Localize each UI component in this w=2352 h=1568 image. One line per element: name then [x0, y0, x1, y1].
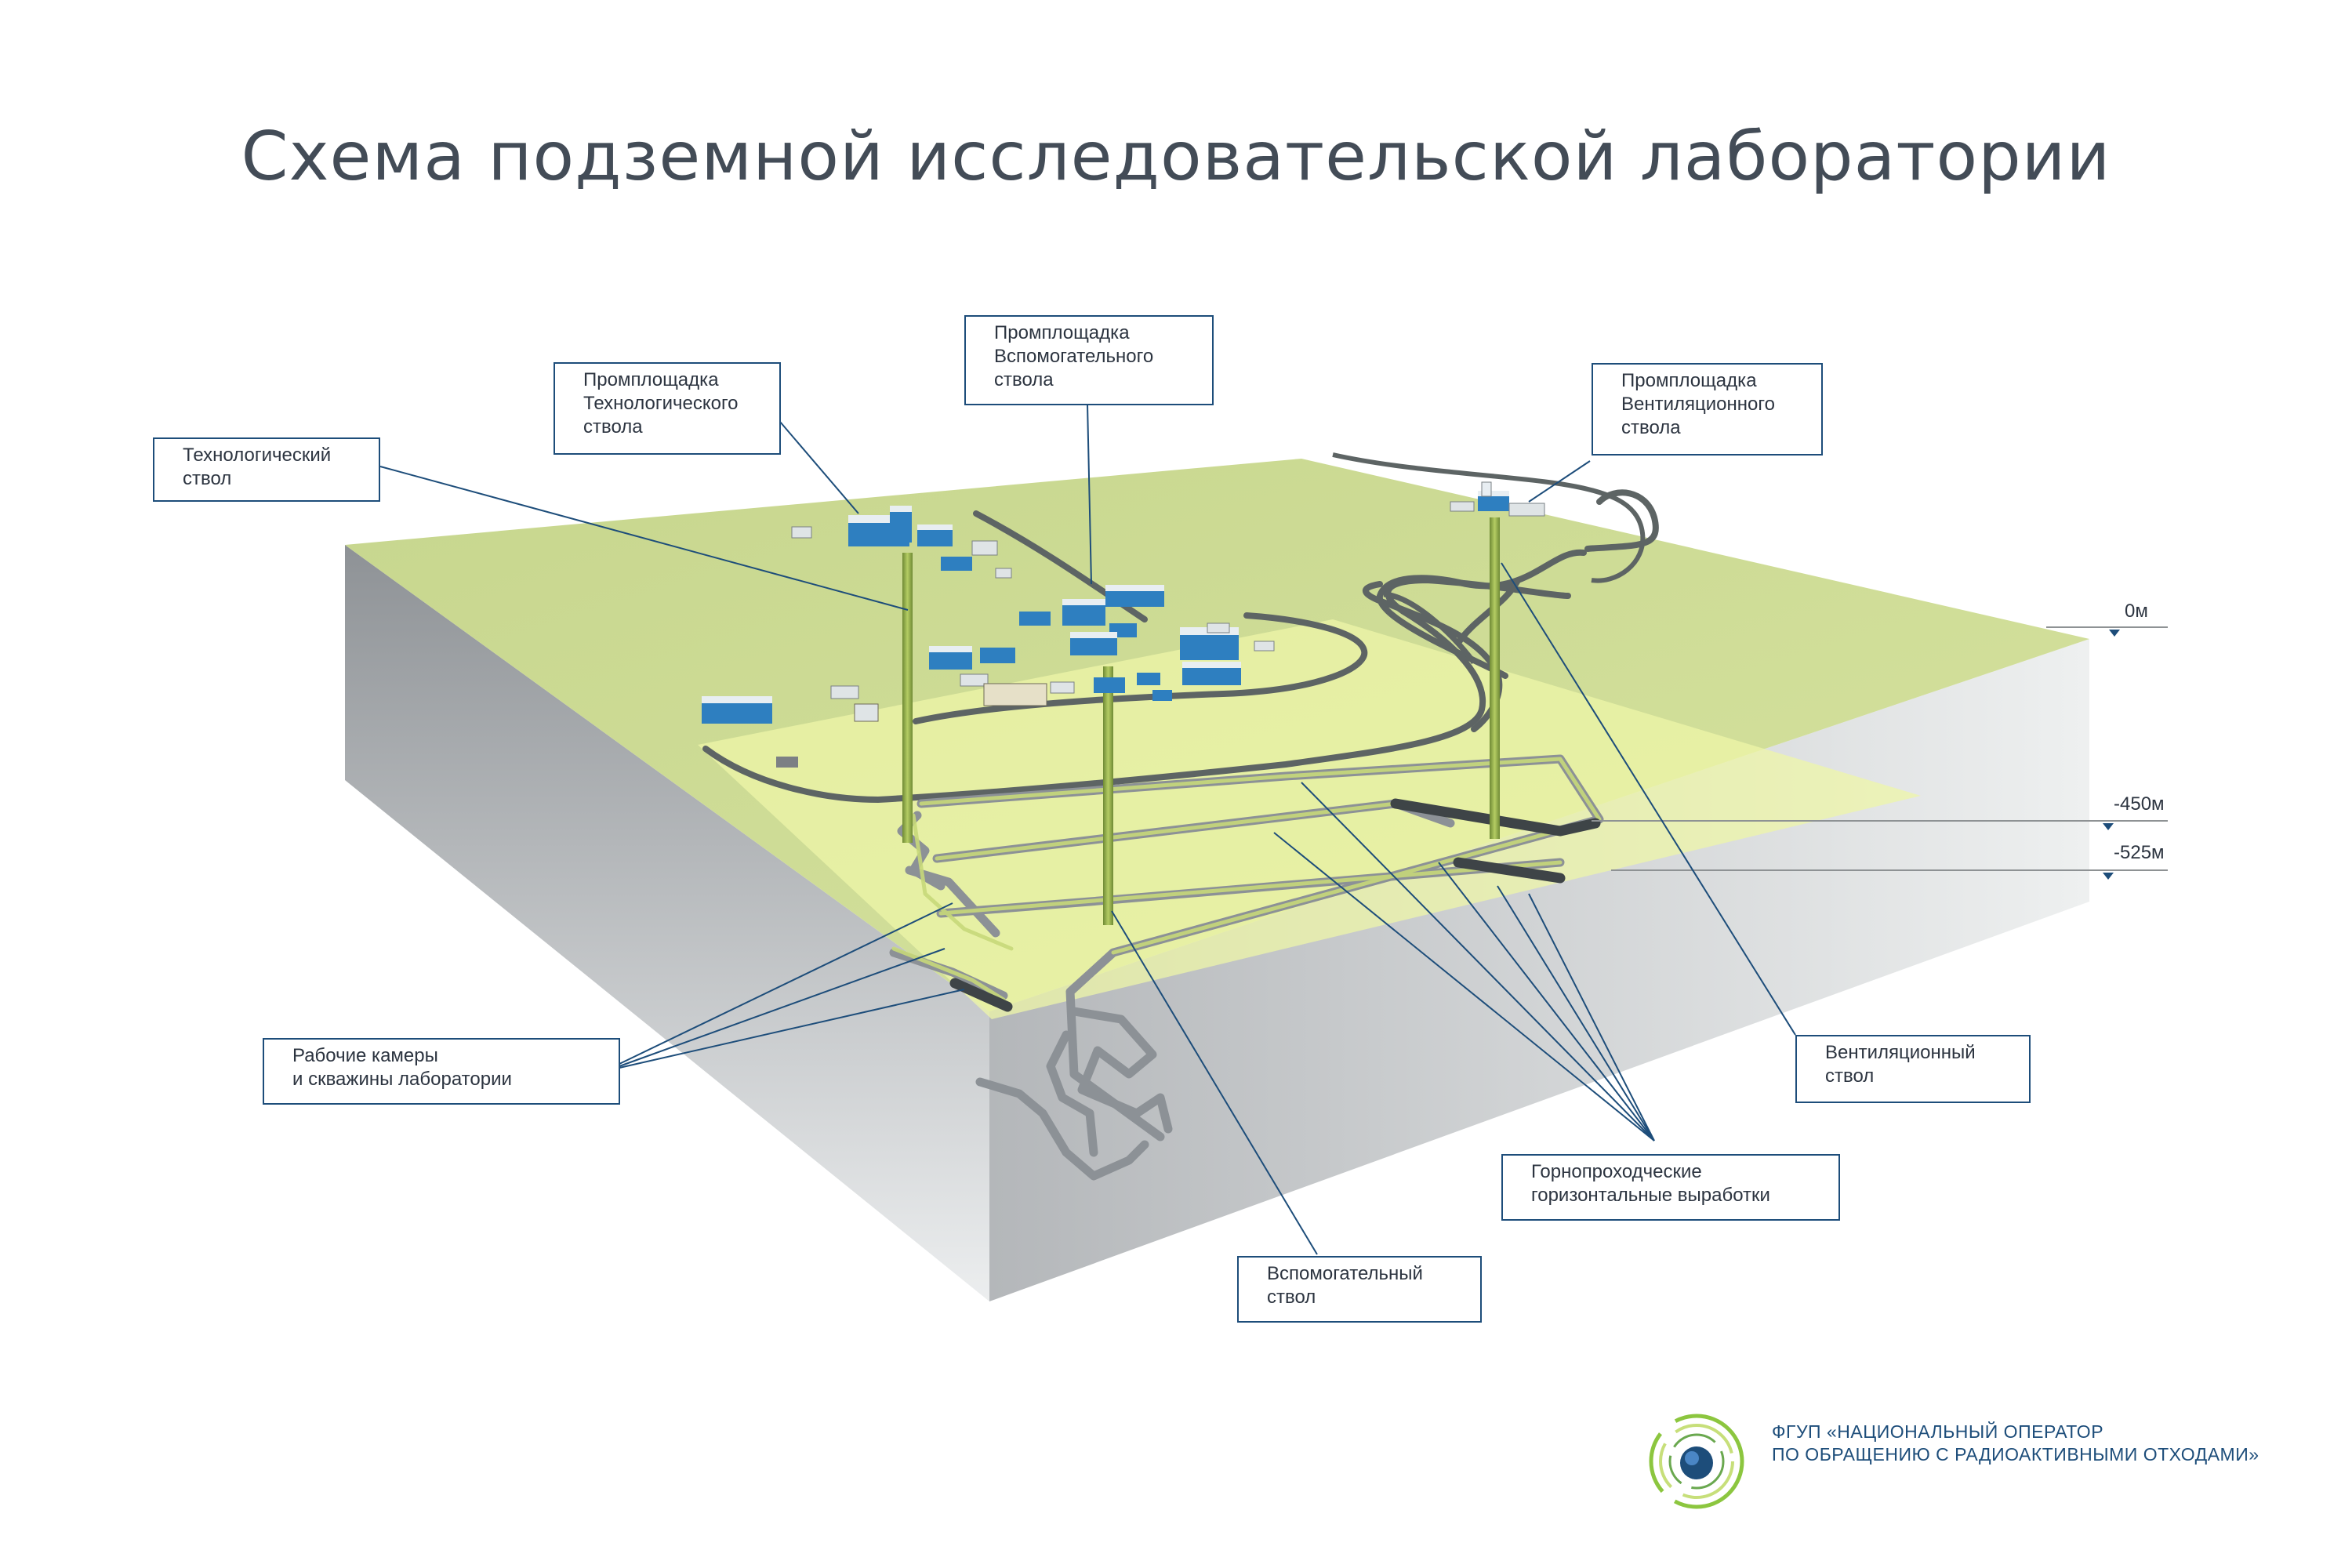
- depth-label-450m: -450м: [2114, 793, 2165, 815]
- callout-aux-shaft-site: Промплощадка Вспомогательного ствола: [964, 315, 1214, 405]
- auxiliary-shaft: [1103, 666, 1113, 925]
- lower-drift: [1453, 857, 1566, 884]
- organization-name-line2: ПО ОБРАЩЕНИЮ С РАДИОАКТИВНЫМИ ОТХОДАМИ»: [1772, 1444, 2259, 1465]
- organization-name-line1: ФГУП «НАЦИОНАЛЬНЫЙ ОПЕРАТОР: [1772, 1421, 2104, 1442]
- road-loop-vent: [1332, 452, 1646, 583]
- depth-label-525m: -525м: [2114, 842, 2165, 863]
- chamber-block: [949, 978, 1013, 1012]
- depth-markers: [1592, 626, 2168, 871]
- upper-drift: [1390, 798, 1601, 837]
- surface-buildings: [702, 481, 1545, 768]
- road-curve-east: [1383, 591, 1476, 665]
- ventilation-shaft: [1490, 517, 1500, 839]
- callout-tech-shaft-site: Промплощадка Технологического ствола: [554, 362, 781, 455]
- horizontal-workings: [889, 754, 1604, 1181]
- callout-work-chambers: Рабочие камеры и скважины лаборатории: [263, 1038, 620, 1105]
- surface-roads: [702, 489, 1659, 804]
- page-title: Схема подземной исследовательской лабора…: [241, 118, 2111, 196]
- callout-ventilation-shaft: Вентиляционный ствол: [1795, 1035, 2031, 1103]
- tech-site-buildings: [791, 506, 1012, 579]
- organization-name: ФГУП «НАЦИОНАЛЬНЫЙ ОПЕРАТОР ПО ОБРАЩЕНИЮ…: [1772, 1421, 2259, 1466]
- callout-vent-shaft-site: Промплощадка Вентиляционного ствола: [1592, 363, 1823, 456]
- leader-lines: [379, 403, 1796, 1255]
- underground-level-plane: [698, 619, 1921, 1019]
- callout-technological-shaft: Технологический ствол: [153, 437, 380, 502]
- depth-label-0m: 0м: [2125, 601, 2148, 622]
- callout-horizontal-workings: Горнопроходческие горизонтальные выработ…: [1501, 1154, 1840, 1221]
- aux-site-buildings: [830, 585, 1275, 706]
- block-left-face: [345, 545, 989, 1301]
- depth-triangles: [2103, 630, 2120, 880]
- west-buildings: [702, 696, 879, 768]
- organization-logo-icon: [1649, 1414, 1744, 1509]
- technological-shaft: [902, 553, 913, 843]
- callout-auxiliary-shaft: Вспомогательный ствол: [1237, 1256, 1482, 1323]
- vent-site-buildings: [1450, 481, 1545, 517]
